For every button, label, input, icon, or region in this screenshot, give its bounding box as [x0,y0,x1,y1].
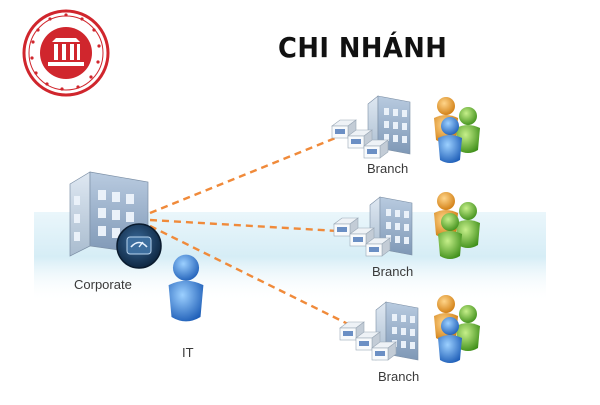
branch-3-label: Branch [378,369,420,384]
branch-1-users-icon [434,97,480,163]
link-corporate-branch-2 [149,218,339,233]
link-corporate-branch-3 [149,224,353,328]
branch-1-label: Branch [367,161,409,176]
logo-seal [22,9,110,97]
branch-1-group [331,95,480,163]
branch-2-label: Branch [372,264,414,279]
page-title: CHI NHÁNH [278,31,448,64]
it-person-icon [168,254,204,322]
corporate-hub-device-icon [116,223,162,269]
branch-3-users-icon [434,295,480,363]
corporate-label: Corporate [74,277,132,292]
connection-lines [149,135,353,328]
it-label: IT [182,345,194,360]
link-corporate-branch-1 [149,135,339,215]
branch-3-group [339,295,480,363]
